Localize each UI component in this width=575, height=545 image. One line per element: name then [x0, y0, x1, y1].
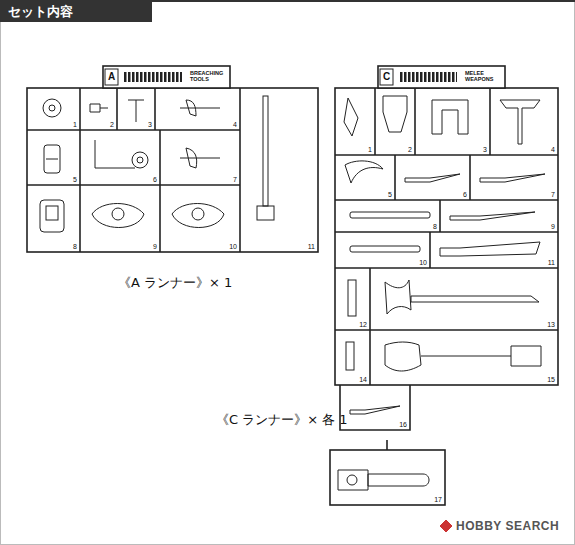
- callout-number: 7: [232, 176, 238, 183]
- callout-number: 9: [550, 223, 556, 230]
- callout-number: 14: [358, 376, 368, 383]
- callout-number: 2: [407, 146, 413, 153]
- watermark: HOBBY SEARCH: [456, 519, 559, 533]
- callout-number: 10: [228, 243, 238, 250]
- callout-number: 4: [550, 146, 556, 153]
- callout-number: 6: [152, 176, 158, 183]
- callout-number: 1: [367, 146, 373, 153]
- callout-number: 15: [546, 376, 556, 383]
- callout-number: 8: [432, 223, 438, 230]
- callout-number: 3: [482, 146, 488, 153]
- runner-letter: A: [108, 72, 115, 82]
- callout-number: 11: [307, 243, 316, 250]
- callout-number: 7: [550, 191, 556, 198]
- runner-count: 《C ランナー》× 各 1: [216, 411, 348, 429]
- callout-number: 3: [147, 121, 153, 128]
- callout-number: 13: [546, 321, 556, 328]
- callout-number: 5: [72, 176, 78, 183]
- callout-number: 6: [462, 191, 468, 198]
- runner-count: 《A ランナー》× 1: [118, 274, 232, 292]
- callout-number: 12: [358, 321, 368, 328]
- callout-number: 8: [72, 243, 78, 250]
- callout-number: 10: [418, 259, 428, 266]
- callout-number: 5: [387, 191, 393, 198]
- callout-number: 1: [72, 121, 78, 128]
- callout-number: 16: [398, 421, 408, 428]
- runner-name: BREACHING TOOLS: [190, 71, 226, 83]
- callout-number: 4: [232, 121, 238, 128]
- callout-number: 9: [152, 243, 158, 250]
- runner-letter: C: [383, 72, 390, 82]
- callout-number: 2: [109, 121, 115, 128]
- section-heading: セット内容: [8, 3, 73, 21]
- callout-number: 11: [547, 259, 556, 266]
- callout-number: 17: [433, 496, 443, 503]
- runner-name: MELEE WEAPONS: [465, 71, 501, 83]
